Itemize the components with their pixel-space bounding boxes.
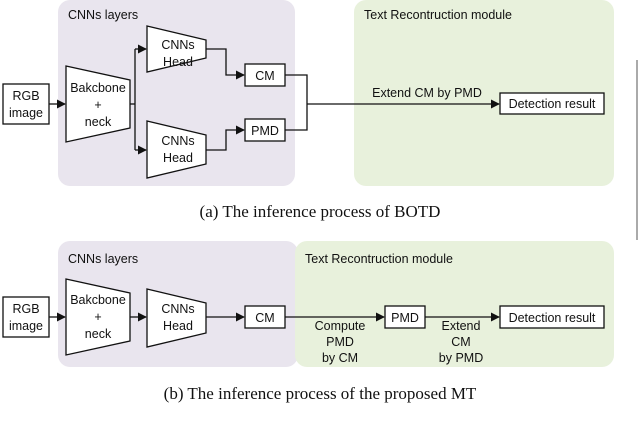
rgb-image-label-line1: RGB: [12, 302, 39, 316]
backbone-block: [65, 65, 131, 143]
cm-label: CM: [255, 311, 274, 325]
detection-result-label: Detection result: [509, 97, 596, 111]
extend-cm-label: Extend CM by PMD: [372, 86, 482, 100]
rgb-image-box: [2, 296, 50, 338]
text-reconstruction-region: [295, 241, 614, 367]
caption-a: (a) The inference process of BOTD: [200, 202, 441, 221]
cnn-layers-label: CNNs layers: [68, 252, 138, 266]
arrow-head-bottom-to-pmd: [206, 125, 245, 151]
cnns-head-top-label-line2: Head: [163, 55, 193, 69]
wire-cm-out: [285, 74, 308, 104]
cnns-head-bottom-block: [146, 120, 207, 179]
rgb-image-label-line2: image: [9, 106, 43, 120]
backbone-label-line2: +: [94, 310, 101, 324]
compute-label-line1: Compute: [315, 319, 366, 333]
text-reconstruction-label: Text Recontruction module: [364, 8, 512, 22]
backbone-label-line2: +: [94, 98, 101, 112]
extend-label-line2: CM: [451, 335, 470, 349]
detection-result-label: Detection result: [509, 311, 596, 325]
pmd-label: PMD: [251, 124, 279, 138]
rgb-image-label-line2: image: [9, 319, 43, 333]
compute-label-line2: PMD: [326, 335, 354, 349]
cnn-layers-region: [58, 0, 295, 186]
detection-result-box: [499, 305, 605, 329]
pmd-label: PMD: [391, 311, 419, 325]
backbone-label-line1: Bakcbone: [70, 293, 126, 307]
extend-label-line1: Extend: [442, 319, 481, 333]
wire-pmd-out: [285, 104, 308, 131]
cnns-head-bottom-label-line1: CNNs: [161, 134, 194, 148]
cnns-head-top-block: [146, 25, 207, 73]
panel-a: CNNs layers Text Recontruction module RG…: [2, 0, 614, 221]
backbone-label-line3: neck: [85, 327, 112, 341]
cnn-layers-label: CNNs layers: [68, 8, 138, 22]
panel-b: CNNs layers Text Recontruction module RG…: [2, 241, 614, 403]
text-reconstruction-label: Text Recontruction module: [305, 252, 453, 266]
cnns-head-top-label-line1: CNNs: [161, 38, 194, 52]
backbone-label-line1: Bakcbone: [70, 81, 126, 95]
compute-label-line3: by CM: [322, 351, 358, 365]
arrow-head-top-to-cm: [206, 48, 245, 80]
rgb-image-box: [2, 83, 50, 125]
detection-result-box: [499, 92, 605, 115]
extend-label-line3: by PMD: [439, 351, 483, 365]
cnns-head-block: [146, 288, 207, 348]
rgb-image-label-line1: RGB: [12, 89, 39, 103]
text-reconstruction-region: [354, 0, 614, 186]
cnns-head-label-line2: Head: [163, 319, 193, 333]
cnns-head-bottom-label-line2: Head: [163, 151, 193, 165]
backbone-block: [65, 278, 131, 356]
caption-b: (b) The inference process of the propose…: [164, 384, 477, 403]
cnns-head-label-line1: CNNs: [161, 302, 194, 316]
backbone-label-line3: neck: [85, 115, 112, 129]
cm-label: CM: [255, 69, 274, 83]
